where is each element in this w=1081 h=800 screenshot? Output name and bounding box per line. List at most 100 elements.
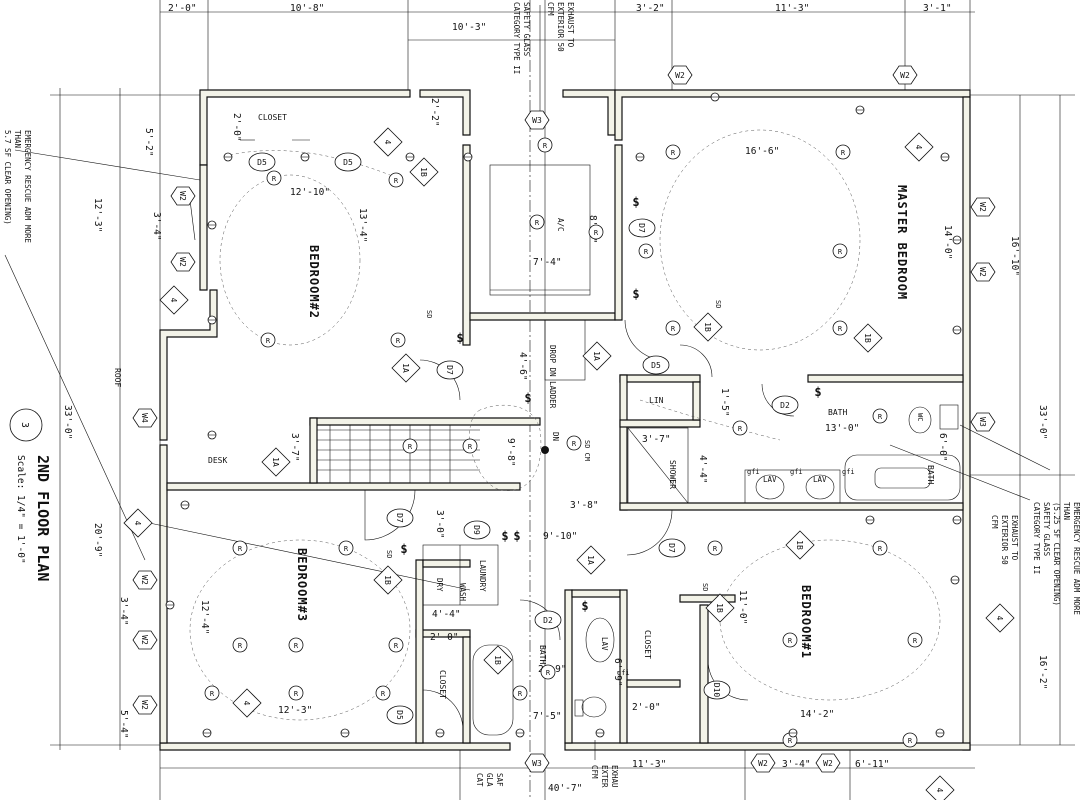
dim-hall-bath-width-2: 7'-5" [533, 711, 562, 722]
svg-text:R: R [838, 325, 843, 333]
wall-tag-6: 1B [853, 323, 883, 353]
recessed-light: R [288, 637, 304, 653]
room-closet-b3: CLOSET [438, 670, 447, 699]
dim-hall-2: 9'-10" [543, 531, 577, 542]
title-block: 3 2ND FLOOR PLAN Scale: 1/4" = 1'-0" [9, 408, 52, 581]
svg-text:D5: D5 [395, 710, 404, 720]
dim-left-1: 5'-2" [143, 128, 154, 157]
window-tag-5: W2 [970, 197, 996, 217]
note-exhaust-right-3: CFM [990, 515, 999, 529]
outlet-icon [940, 152, 950, 162]
room-shower: SHOWER [668, 460, 677, 489]
svg-text:W2: W2 [140, 575, 149, 585]
outlet-icon [463, 152, 473, 162]
svg-text:D10: D10 [712, 683, 721, 698]
outlet-icon [300, 152, 310, 162]
window-tag-7: W3 [970, 412, 996, 432]
svg-text:D7: D7 [445, 365, 454, 375]
svg-text:R: R [394, 642, 399, 650]
dim-laundry-width: 4'-4" [432, 609, 461, 620]
svg-text:W2: W2 [978, 267, 987, 277]
window-tag-12: W3 [524, 753, 550, 773]
svg-text:1A: 1A [592, 351, 601, 361]
dim-b1-height: 11'-0" [737, 590, 748, 624]
dimensions-left: 5'-2" 12'-3" 3'-4" 33'-0" 20'-9" 3'-4" 1… [62, 128, 210, 739]
svg-text:R: R [294, 690, 299, 698]
window-tag-1: W2 [170, 252, 196, 272]
room-bedroom-2: BEDROOM#2 [307, 245, 321, 319]
outlet-icon [207, 430, 217, 440]
note-exhaust-top-3: CFM [546, 2, 555, 16]
gfi-outlet-icon: gfi [842, 468, 855, 476]
outlet-icon [340, 728, 350, 738]
outlet-icon [788, 728, 798, 738]
svg-text:D2: D2 [780, 401, 790, 410]
recessed-light: R [288, 685, 304, 701]
recessed-light: R [732, 420, 748, 436]
room-bath-master-tub: BATH [926, 465, 935, 484]
svg-text:R: R [878, 545, 883, 553]
gfi-outlet-icon: gfi [747, 468, 760, 476]
dim-master-height: 14'-0" [942, 225, 953, 259]
outlet-icon [165, 600, 175, 610]
dim-bottom-3: 3'-4" [782, 759, 811, 770]
svg-text:R: R [408, 443, 413, 451]
svg-text:1B: 1B [383, 575, 392, 585]
lighting-arcs [189, 129, 941, 721]
wall-tag-9: 4 [123, 508, 153, 538]
plan-title: 2ND FLOOR PLAN [34, 455, 52, 581]
svg-text:W2: W2 [140, 635, 149, 645]
switch-icon: $ [632, 195, 639, 209]
svg-text:1B: 1B [863, 333, 872, 343]
svg-text:1B: 1B [493, 655, 502, 665]
dim-stair-run: 9'-8" [505, 438, 516, 467]
smoke-detector-icon: SD [701, 583, 709, 591]
dim-bottom-4: 6'-11" [855, 759, 889, 770]
wall-tag-10: 1B [373, 565, 403, 595]
dim-top-3: 10'-3" [452, 22, 486, 33]
svg-text:R: R [210, 690, 215, 698]
note-egress-right-5: CATEGORY TYPE II [1032, 502, 1041, 574]
door-tag-7: D9 [463, 520, 491, 540]
recessed-light: R [266, 170, 282, 186]
dim-right-3: 16'-2" [1037, 655, 1048, 689]
svg-text:R: R [468, 443, 473, 451]
dim-hall-width: 2'-2" [429, 98, 440, 127]
interior-walls [166, 144, 964, 744]
svg-text:W2: W2 [900, 71, 910, 80]
note-exhaust-bottom-3: CFM [590, 765, 599, 779]
outlet-icon [935, 728, 945, 738]
dim-left-2: 12'-3" [92, 198, 103, 232]
dim-ladder-height: 4'-6" [517, 352, 528, 381]
switch-icon: $ [632, 287, 639, 301]
recessed-light: R [462, 438, 478, 454]
svg-text:R: R [841, 149, 846, 157]
recessed-light: R [540, 664, 556, 680]
outlet-icon [950, 575, 960, 585]
dim-bottom-2: 40'-7" [548, 783, 582, 794]
note-glass-bottom-1: SAF [495, 773, 504, 787]
wall-tag-12: 1B [483, 645, 513, 675]
room-bath-hall: BATH [538, 645, 547, 664]
recessed-light: R [537, 137, 553, 153]
svg-text:R: R [878, 413, 883, 421]
svg-text:D2: D2 [543, 616, 553, 625]
recessed-light: R [402, 438, 418, 454]
switch-icon: $ [513, 529, 520, 543]
room-roof: ROOF [113, 368, 122, 387]
door-tag-10: D5 [386, 705, 414, 725]
recessed-light: R [638, 243, 654, 259]
outlet-icon [180, 500, 190, 510]
room-wash: WASH [458, 583, 467, 602]
plan-scale: Scale: 1/4" = 1'-0" [15, 455, 26, 564]
window-tag-6: W2 [970, 262, 996, 282]
wc-label: WC [916, 413, 924, 421]
dim-closet-width: 2'-0" [231, 113, 242, 142]
svg-text:W2: W2 [823, 759, 833, 768]
window-tag-8: W4 [132, 408, 158, 428]
window-tag-0: W2 [170, 186, 196, 206]
recessed-light: R [375, 685, 391, 701]
room-bedroom-1: BEDROOM#1 [799, 585, 813, 659]
wall-tag-3: 1A [391, 353, 421, 383]
switch-icon: $ [400, 542, 407, 556]
